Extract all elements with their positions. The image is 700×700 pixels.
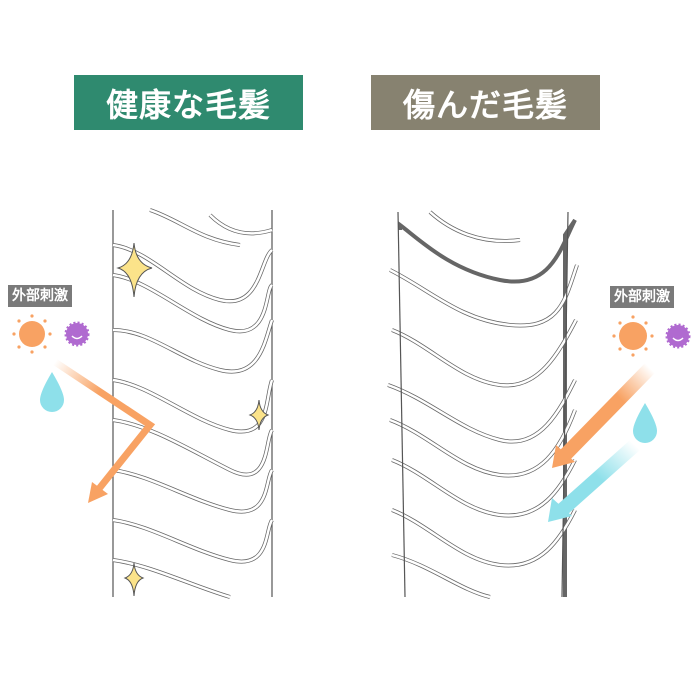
external-stimulus-label-left: 外部刺激: [8, 285, 72, 307]
deflected-arrow: [53, 359, 156, 503]
penetrating-arrow-orange: [552, 363, 656, 468]
sun-icon: [12, 314, 52, 354]
healthy-hair-title: 健康な毛髪: [74, 75, 303, 130]
damaged-hair-strand: [387, 210, 579, 599]
water-drop-icon: [633, 403, 657, 443]
sun-icon: [612, 315, 654, 357]
external-stimulus-label-right: 外部刺激: [610, 286, 674, 308]
sparkle-icon: [116, 242, 270, 597]
penetrating-arrow-blue: [548, 439, 640, 522]
virus-icon: [665, 323, 691, 349]
healthy-hair-strand: [112, 208, 274, 599]
water-drop-icon: [40, 372, 64, 412]
virus-icon: [64, 321, 90, 347]
damaged-hair-title: 傷んだ毛髪: [371, 75, 600, 130]
